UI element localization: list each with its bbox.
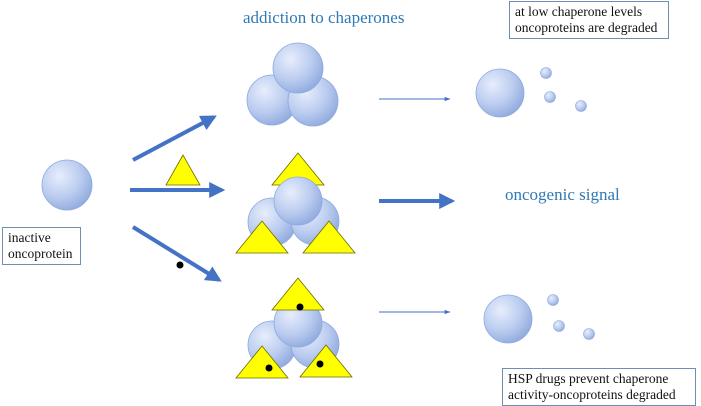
degraded-oncoproteins-bottom	[483, 294, 595, 344]
fragment-sphere	[553, 320, 565, 332]
box-line: oncoproteins are degraded	[515, 20, 658, 35]
cluster-with-chaperones	[235, 152, 356, 254]
chaperone-triangle	[302, 220, 356, 254]
inactive-oncoprotein-sphere	[41, 159, 93, 211]
inactive-oncoprotein-box: inactive oncoprotein	[2, 227, 81, 265]
cluster-sphere	[273, 176, 323, 226]
chaperone-triangle	[299, 344, 353, 378]
addiction-label: addiction to chaperones	[243, 8, 405, 27]
arrow-to-bottom-cluster	[131, 225, 222, 282]
cluster-drug-bound	[235, 277, 353, 379]
low-chaperone-box: at low chaperone levels oncoproteins are…	[509, 1, 669, 39]
fragment-sphere	[575, 100, 587, 112]
chaperone-triangle	[235, 345, 289, 379]
box-line: at low chaperone levels	[515, 4, 643, 19]
fragment-sphere	[544, 91, 556, 103]
box-line: inactive	[8, 230, 51, 245]
box-line: oncoprotein	[8, 246, 73, 261]
drug-dot	[265, 364, 273, 372]
fragment-sphere	[583, 328, 595, 340]
drug-dot	[316, 360, 324, 368]
chaperone-triangle	[271, 277, 325, 311]
fragment-sphere	[547, 294, 559, 306]
hsp-drugs-box: HSP drugs prevent chaperone activity-onc…	[502, 368, 696, 406]
oncogenic-signal-label: oncogenic signal	[505, 185, 620, 204]
oncoprotein-sphere	[475, 68, 525, 118]
box-line: activity-oncoproteins degraded	[508, 387, 676, 402]
free-drug-dot	[176, 261, 184, 269]
free-chaperone-triangle	[165, 154, 201, 186]
drug-dot	[296, 303, 304, 311]
arrow-to-top-cluster	[132, 115, 217, 162]
chaperone-triangle	[235, 220, 289, 254]
cluster-sphere	[272, 42, 324, 94]
fragment-sphere	[540, 67, 552, 79]
oncoprotein-sphere	[483, 294, 533, 344]
box-line: HSP drugs prevent chaperone	[508, 371, 669, 386]
degraded-oncoproteins-top	[475, 67, 587, 118]
cluster-no-chaperone	[246, 42, 339, 127]
